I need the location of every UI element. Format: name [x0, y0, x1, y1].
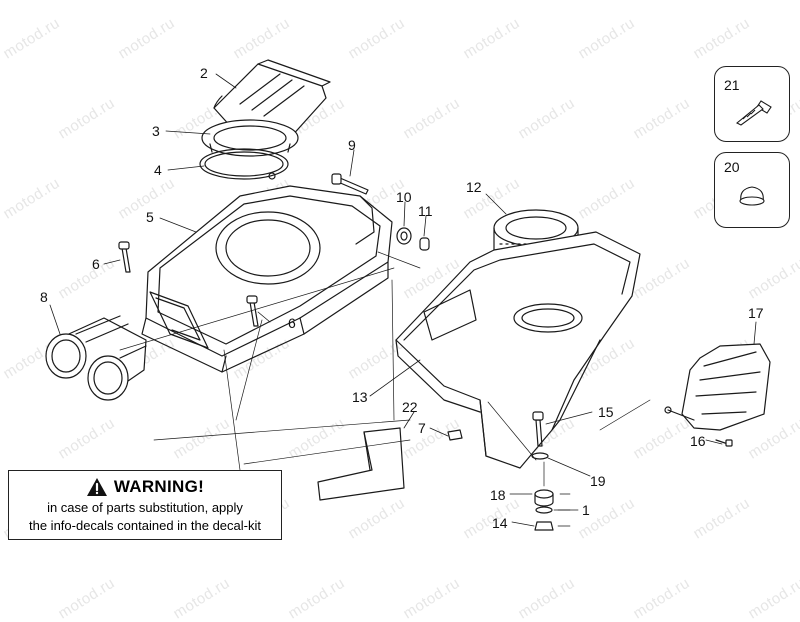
callout-17: 17 [748, 305, 764, 321]
callout-4: 4 [154, 162, 162, 178]
warning-line-2: the info-decals contained in the decal-k… [29, 518, 261, 533]
part-10-grommet [396, 227, 412, 245]
part-4-gasket [199, 148, 289, 180]
callout-1: 1 [582, 502, 590, 518]
part-20-box [714, 152, 790, 228]
callout-6b: 6 [288, 315, 296, 331]
part-3-flange [201, 119, 299, 157]
part-22-decal [317, 427, 405, 501]
callout-21: 21 [724, 77, 740, 93]
part-6-screw-left [118, 241, 131, 273]
callout-14: 14 [492, 515, 508, 531]
part-17-bracket [664, 343, 771, 431]
warning-heading: WARNING! [9, 477, 281, 497]
warning-title: WARNING! [113, 477, 205, 496]
callout-3: 3 [152, 123, 160, 139]
part-21-box [714, 66, 790, 142]
callout-20: 20 [724, 159, 740, 175]
part-21-screw-icon [735, 100, 772, 126]
part-5-airbox-lid [141, 185, 393, 373]
part-6-screw-right [246, 295, 259, 327]
callout-8: 8 [40, 289, 48, 305]
part-9-bolt [331, 173, 369, 195]
part-13-airbox-housing [395, 231, 641, 469]
callout-2: 2 [200, 65, 208, 81]
warning-line-1: in case of parts substitution, apply [47, 500, 243, 515]
callout-16: 16 [690, 433, 706, 449]
callout-19: 19 [590, 473, 606, 489]
part-11-spacer [419, 237, 430, 251]
callout-9: 9 [348, 137, 356, 153]
part-16-screw [715, 439, 733, 447]
callout-15: 15 [598, 404, 614, 420]
callout-7: 7 [418, 420, 426, 436]
part-8-intake-rubber [45, 315, 147, 401]
part-19-washer [531, 452, 549, 460]
callout-13: 13 [352, 389, 368, 405]
part-15-screw [532, 411, 544, 447]
part-14-nut [534, 521, 554, 531]
exploded-view-drawing [45, 59, 771, 531]
callout-5: 5 [146, 209, 154, 225]
warning-triangle-icon [86, 478, 107, 496]
callout-18: 18 [490, 487, 506, 503]
callout-10: 10 [396, 189, 412, 205]
part-1-washer [535, 506, 553, 514]
callout-6a: 6 [92, 256, 100, 272]
warning-box: WARNING! in case of parts substitution, … [8, 470, 282, 540]
callout-12: 12 [466, 179, 482, 195]
part-7-nut [447, 429, 463, 441]
part-18-bush [534, 489, 554, 507]
callout-22: 22 [402, 399, 418, 415]
part-20-plug-icon [739, 186, 765, 206]
callout-11: 11 [418, 203, 433, 219]
